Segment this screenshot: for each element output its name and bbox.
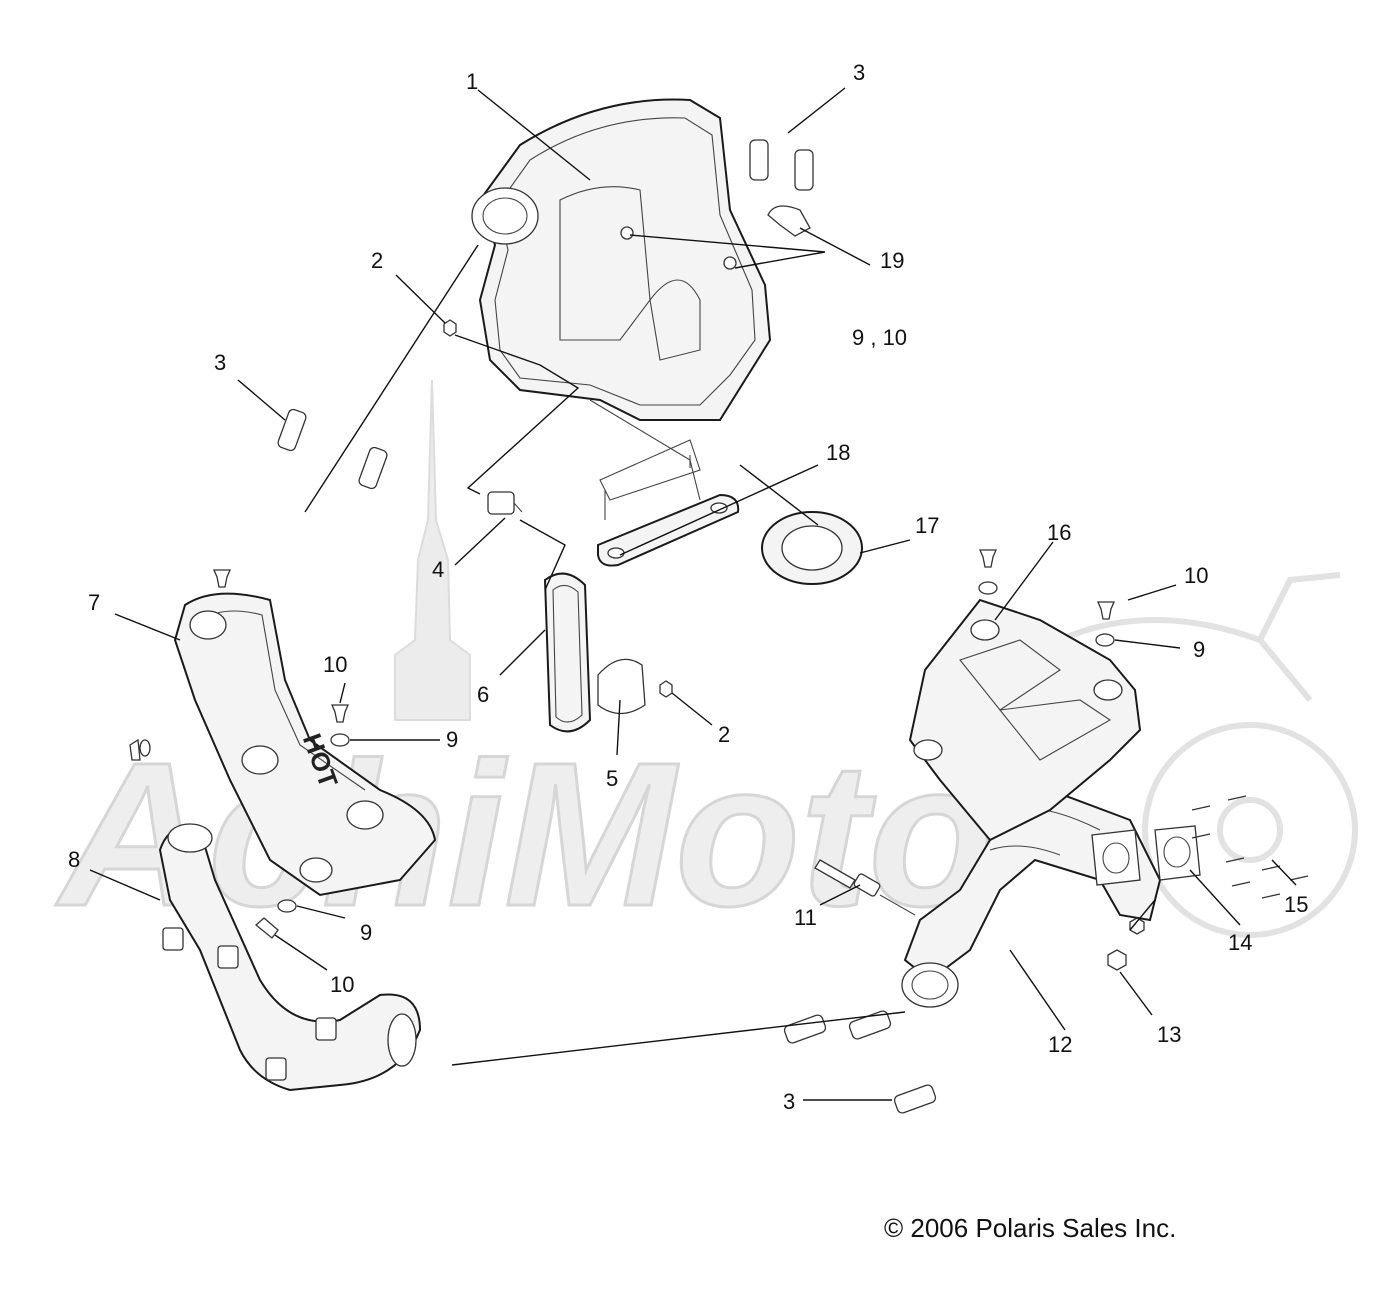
callout-6: 6	[477, 682, 489, 707]
callout-19: 19	[880, 248, 904, 273]
callout-9c: 9	[1193, 637, 1205, 662]
callout-9a: 9	[446, 727, 458, 752]
strap-part	[597, 658, 646, 715]
callout-12: 12	[1048, 1032, 1072, 1057]
watermark-wheel	[1142, 722, 1358, 938]
nut-part-2b	[659, 680, 673, 698]
manifold-heat-shield-part	[908, 598, 1142, 842]
spring-part-3c	[783, 1010, 937, 1114]
callout-11: 11	[794, 905, 817, 930]
callout-2b: 2	[718, 722, 730, 747]
callout-2a: 2	[371, 248, 383, 273]
callout-1: 1	[466, 69, 478, 94]
watermark-motorcycle-frame	[1058, 572, 1341, 702]
callout-7: 7	[88, 590, 100, 615]
callout-3b: 3	[214, 350, 226, 375]
callout-15: 15	[1284, 892, 1308, 917]
watermark-wheel-hub	[1217, 797, 1283, 863]
callout-9b: 9	[360, 920, 372, 945]
callout-8: 8	[68, 847, 80, 872]
stud-part	[1191, 795, 1309, 899]
manifold-nut-part	[1107, 917, 1145, 971]
gasket-part	[1091, 825, 1201, 886]
callout-13: 13	[1157, 1022, 1181, 1047]
leader-lines	[89, 87, 1297, 1101]
rubber-mount-part	[487, 491, 523, 515]
callout-10c: 10	[1184, 563, 1208, 588]
mount-plate-part	[597, 493, 740, 567]
callout-5: 5	[606, 766, 618, 791]
callout-4: 4	[432, 557, 444, 582]
bolt-part-10	[129, 549, 1115, 939]
muffler-part	[471, 98, 772, 520]
head-pipe-part	[158, 823, 422, 1092]
watermark-spire	[394, 379, 471, 721]
exhaust-manifold-part	[901, 773, 1162, 1008]
callout-14: 14	[1228, 930, 1252, 955]
callout-17: 17	[915, 513, 939, 538]
callout-3c: 3	[783, 1089, 795, 1114]
callout-10a: 10	[323, 652, 347, 677]
callout-18: 18	[826, 440, 850, 465]
callout-3a: 3	[853, 60, 865, 85]
callout-numbers: 1 2 2 3 3 3 4 5 6 7 8 9 9 9 9 , 10 10 10…	[68, 60, 1308, 1114]
nut-part-2a	[443, 319, 457, 337]
sensor-part	[814, 859, 916, 916]
callout-10b: 10	[330, 972, 354, 997]
bracket-part	[543, 572, 592, 733]
copyright-notice: © 2006 Polaris Sales Inc.	[884, 1213, 1177, 1243]
spring-part-3a	[749, 139, 814, 191]
callout-9-10: 9 , 10	[852, 325, 907, 350]
spring-part-3b	[277, 408, 388, 490]
washer-part-9	[139, 581, 1115, 913]
heat-shield-part: HOT	[173, 592, 437, 897]
clip-part	[767, 205, 811, 237]
callout-16: 16	[1047, 520, 1071, 545]
round-gasket-part	[761, 511, 863, 585]
